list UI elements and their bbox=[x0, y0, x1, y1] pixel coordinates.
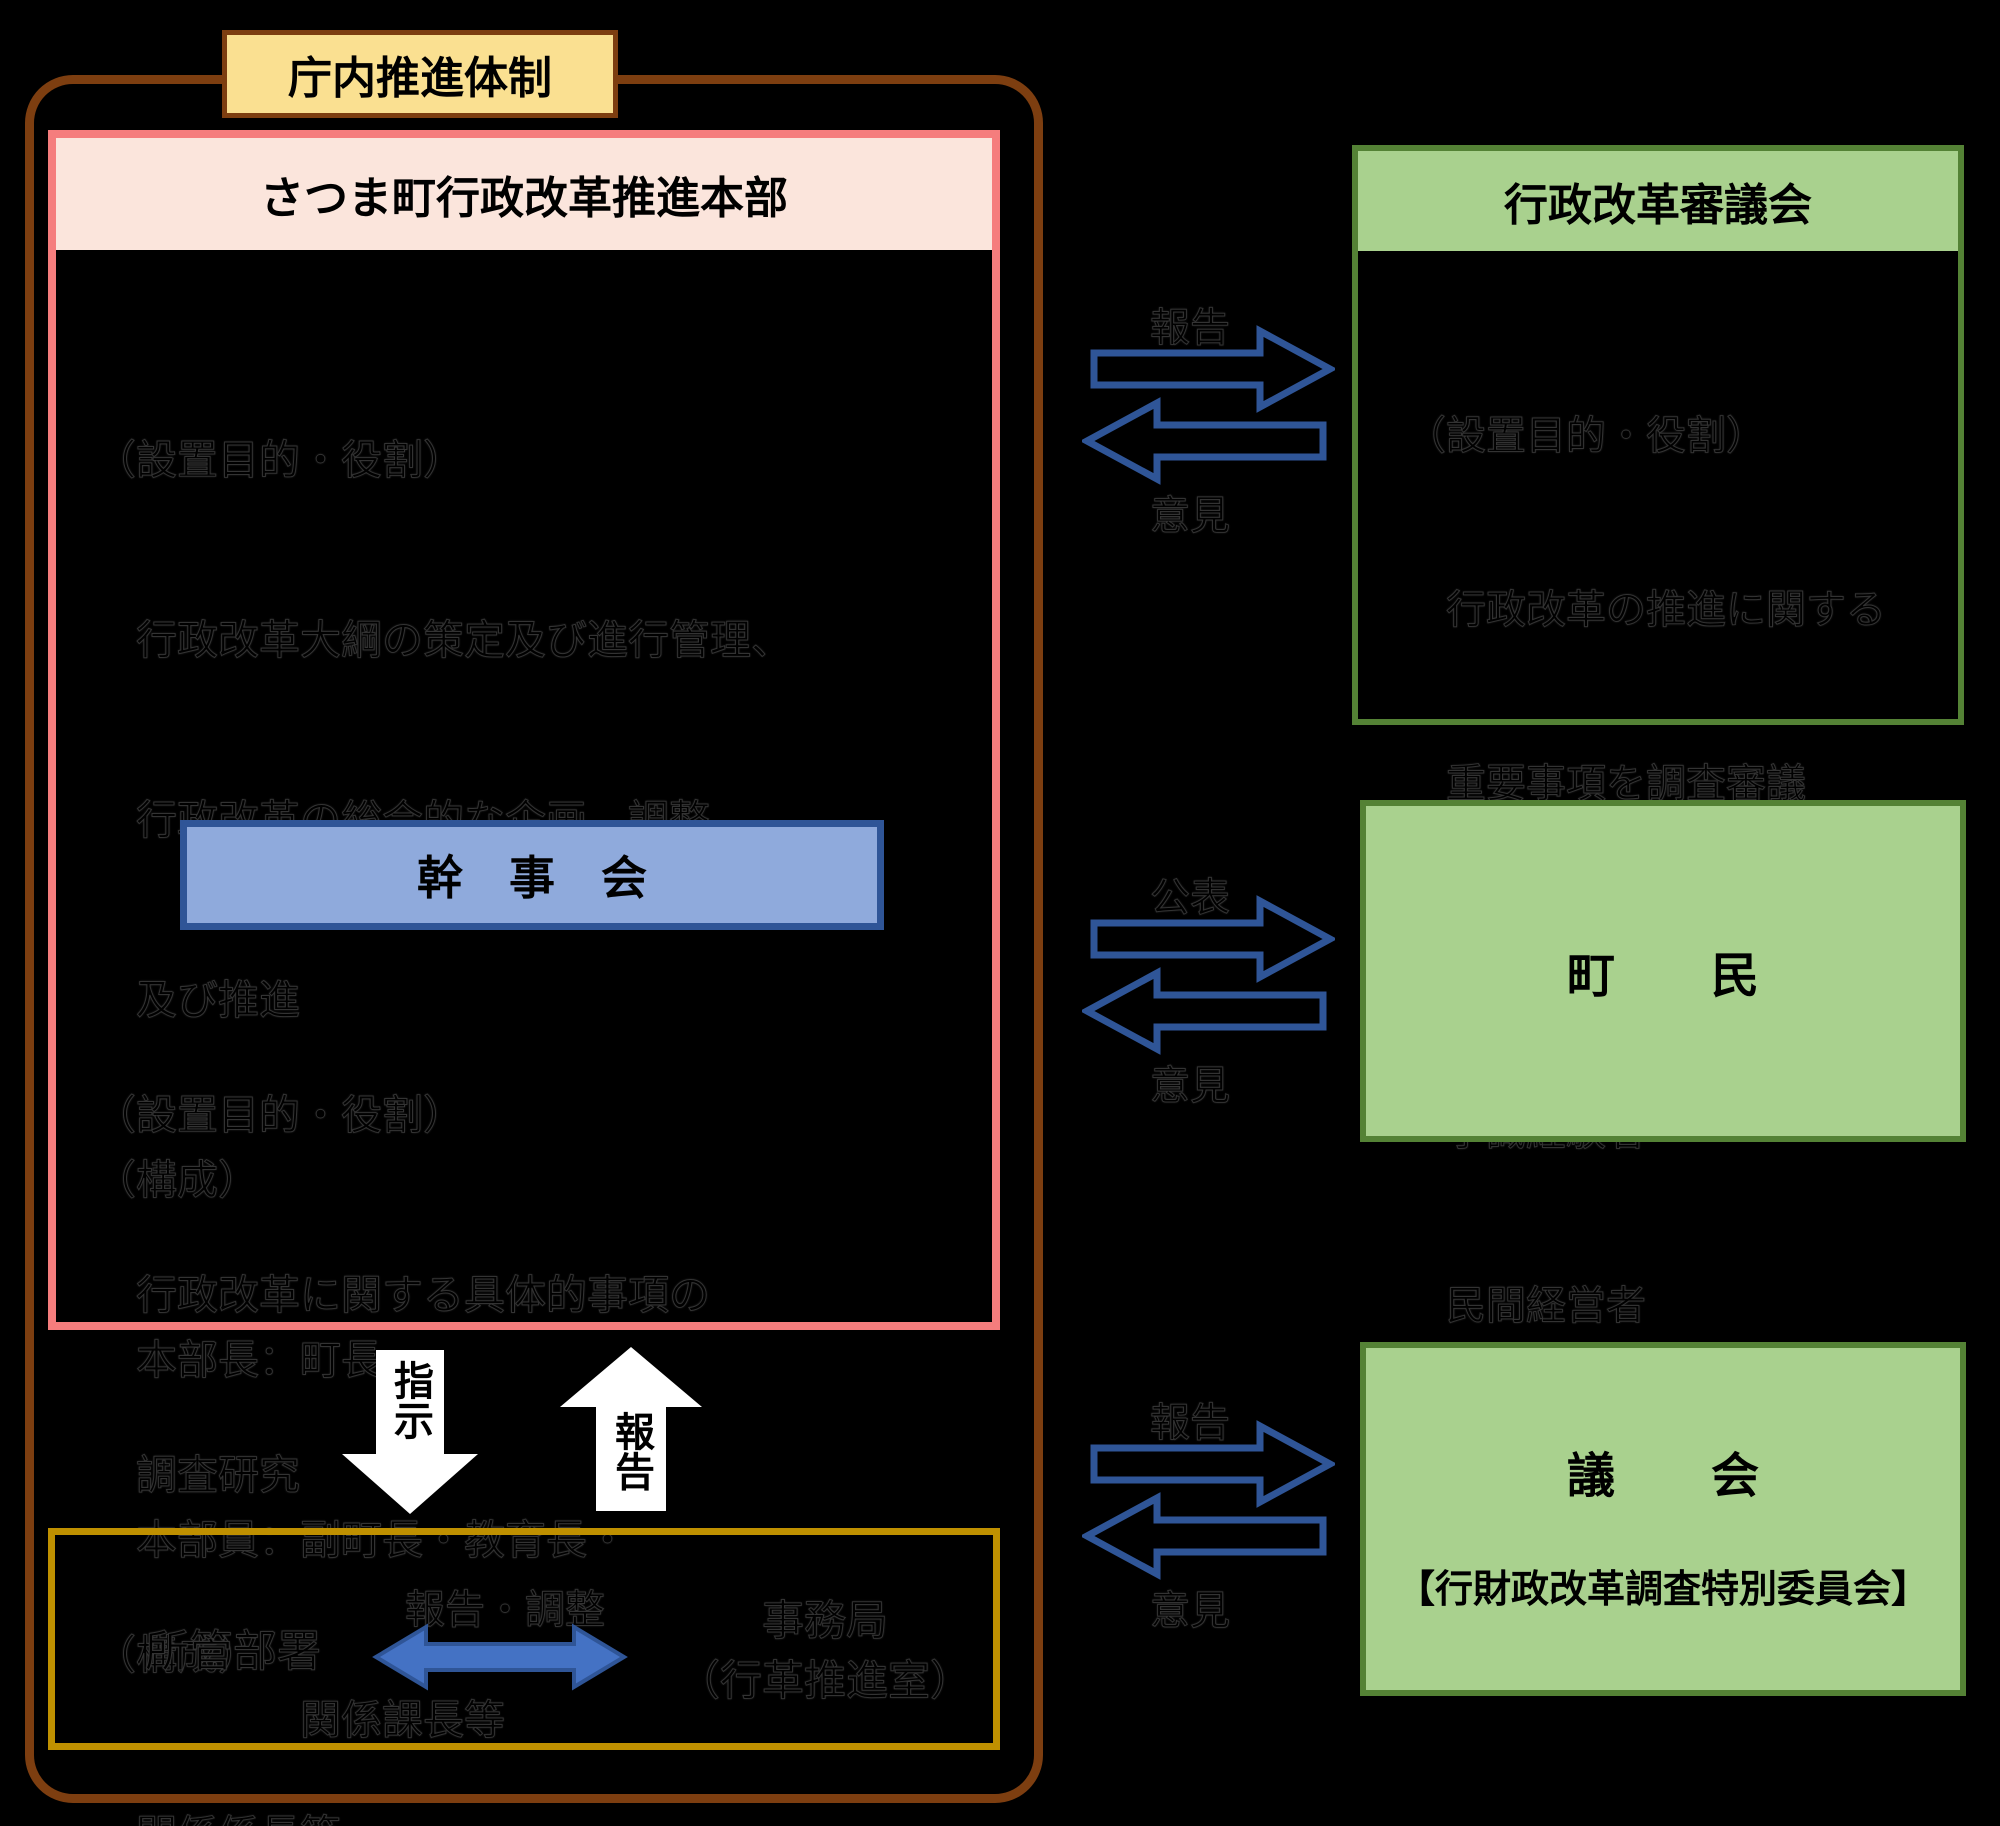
exchange-forward-label: 報告 bbox=[1150, 1400, 1231, 1447]
right-arrow-icon bbox=[1090, 895, 1335, 983]
diagram-title-badge: 庁内推進体制 bbox=[222, 30, 618, 118]
text-line: （設置目的・役割） bbox=[95, 1091, 465, 1140]
assembly-title: 議 会 bbox=[1566, 1448, 1759, 1504]
diagram-title: 庁内推進体制 bbox=[288, 53, 552, 104]
department-label: 所管部署 bbox=[145, 1626, 322, 1678]
exchange-backward-label: 意見 bbox=[1150, 493, 1231, 540]
reform-council-box: 行政改革審議会 （設置目的・役割） 行政改革の推進に関する 重要事項を調査審議 … bbox=[1352, 145, 1964, 1504]
reform-council-header: 行政改革審議会 bbox=[1358, 151, 1958, 251]
exchange-backward-label: 意見 bbox=[1150, 1588, 1231, 1635]
exchange-forward-label: 公表 bbox=[1150, 875, 1231, 922]
instruction-arrow: 指示 bbox=[340, 1348, 480, 1516]
headquarters-header: さつま町行政改革推進本部 bbox=[56, 138, 992, 250]
text-line: 民間経営者 bbox=[1406, 1283, 1646, 1330]
residents-box: 町 民 bbox=[1360, 800, 1966, 1142]
secretariat-meeting-box: 幹 事 会 bbox=[180, 820, 884, 930]
text-line: 重要事項を調査審議 bbox=[1406, 761, 1806, 808]
secretariat-office-label: 事務局 bbox=[761, 1596, 888, 1646]
report-arrow: 報告 bbox=[558, 1345, 704, 1513]
headquarters-title: さつま町行政改革推進本部 bbox=[260, 173, 788, 224]
exchange-assembly: 報告 意見 bbox=[1060, 1390, 1360, 1635]
text-line: （設置目的・役割） bbox=[1406, 413, 1767, 460]
reform-council-title: 行政改革審議会 bbox=[1504, 180, 1812, 231]
down-arrow-icon bbox=[342, 1350, 478, 1514]
instruction-label: 指示 bbox=[387, 1360, 433, 1440]
right-arrow-icon bbox=[1090, 325, 1335, 413]
text-line: （構成） bbox=[95, 1631, 260, 1680]
text-line: 行政改革に関する具体的事項の bbox=[95, 1271, 710, 1320]
left-arrow-icon bbox=[1082, 397, 1327, 485]
exchange-backward-label: 意見 bbox=[1150, 1063, 1231, 1110]
text-line: （設置目的・役割） bbox=[95, 436, 465, 485]
secretariat-purpose-block: （設置目的・役割） 行政改革に関する具体的事項の 調査研究 （構成） 関係係長等 bbox=[95, 965, 711, 1826]
assembly-committee-label: 【行財政改革調査特別委員会】 bbox=[1396, 1567, 1929, 1611]
departments-box: 所管部署 報告・調整 事務局 （行革推進室） bbox=[48, 1528, 1000, 1750]
exchange-residents: 公表 意見 bbox=[1060, 865, 1360, 1110]
right-arrow-icon bbox=[1090, 1420, 1335, 1508]
text-line: 本部長：町長 bbox=[95, 1336, 382, 1385]
secretariat-office-sublabel: （行革推進室） bbox=[677, 1656, 972, 1706]
text-line: 行政改革の推進に関する bbox=[1406, 587, 1886, 634]
text-line: （構成） bbox=[95, 1156, 260, 1205]
text-line: 調査研究 bbox=[95, 1451, 300, 1500]
residents-title: 町 民 bbox=[1566, 948, 1759, 1004]
exchange-council: 報告 意見 bbox=[1060, 295, 1360, 540]
text-line: 関係係長等 bbox=[95, 1805, 710, 1826]
left-arrow-icon bbox=[1082, 967, 1327, 1055]
headquarters-box: さつま町行政改革推進本部 bbox=[48, 130, 1000, 1330]
text-line: 行政改革大綱の策定及び進行管理、 bbox=[95, 616, 792, 665]
left-arrow-icon bbox=[1082, 1492, 1327, 1580]
text-line: 及び推進 bbox=[95, 976, 300, 1025]
exchange-forward-label: 報告 bbox=[1150, 305, 1231, 352]
up-arrow-icon bbox=[560, 1347, 702, 1511]
text-line: 本部員：副町長・教育長・ bbox=[95, 1516, 628, 1565]
double-arrow-icon bbox=[370, 1617, 630, 1697]
text-line: 関係課長等 bbox=[95, 1696, 505, 1745]
report-label: 報告 bbox=[608, 1411, 654, 1491]
secretariat-meeting-label: 幹 事 会 bbox=[417, 851, 647, 905]
assembly-box: 議 会 【行財政改革調査特別委員会】 bbox=[1360, 1342, 1966, 1696]
